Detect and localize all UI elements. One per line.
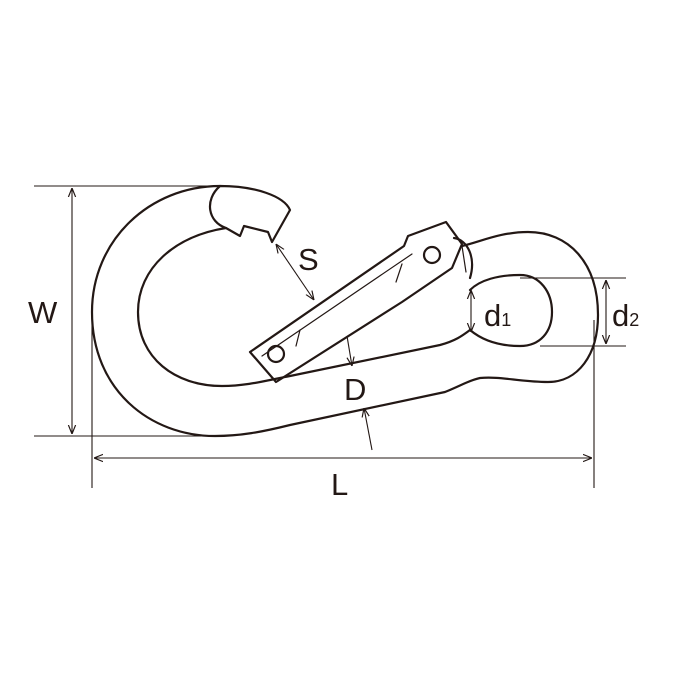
s-label: S — [298, 242, 319, 277]
dimension-d: D — [344, 335, 373, 451]
d1-label-sub: 1 — [501, 310, 511, 330]
w-label: W — [28, 295, 58, 330]
eye-hole-outline — [468, 273, 554, 348]
dimension-d2: d2 — [520, 277, 639, 347]
d2-label-main: d — [612, 298, 629, 333]
l-label: L — [331, 467, 348, 502]
gate-step-left — [295, 329, 301, 347]
dimension-l: L — [91, 312, 595, 502]
dimension-w: W — [28, 185, 220, 437]
hinge-line — [461, 245, 467, 273]
d-arrow-upper — [346, 335, 352, 366]
d-arrow-lower — [364, 408, 373, 451]
hinge-collar — [452, 236, 474, 280]
d1-label: d1 — [484, 298, 511, 333]
body-inner-outline — [136, 226, 472, 388]
d1-label-main: d — [484, 298, 501, 333]
d2-label: d2 — [612, 298, 639, 333]
spring-gate — [248, 220, 474, 384]
s-dimension-line — [276, 244, 314, 300]
dimension-d1: d1 — [471, 290, 511, 333]
dimension-s: S — [276, 242, 319, 300]
d2-label-sub: 2 — [629, 310, 639, 330]
gate-step-right — [395, 263, 403, 283]
gate-edge-line — [261, 253, 413, 357]
gate-rivet-lower — [266, 344, 286, 364]
gate-rivet-upper — [422, 245, 442, 265]
nose-hook-outline — [209, 184, 292, 244]
gate-outline — [248, 220, 464, 384]
d-label: D — [344, 372, 366, 407]
